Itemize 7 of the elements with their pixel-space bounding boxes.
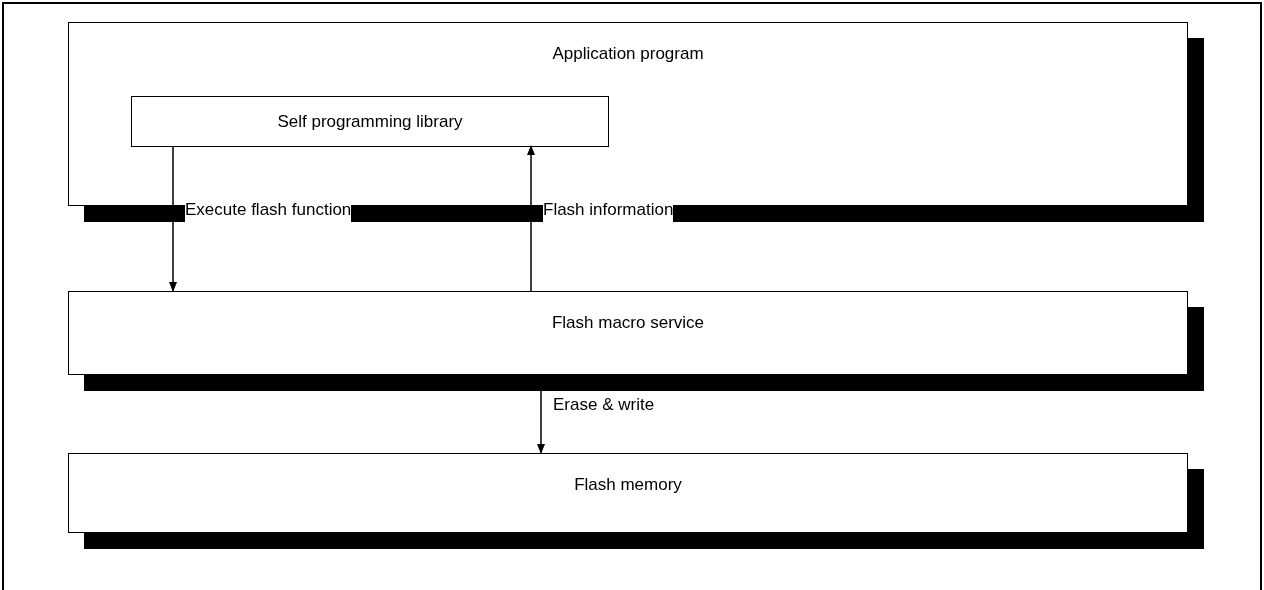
process-box (131, 96, 609, 147)
arrow (527, 145, 535, 292)
arrow (169, 145, 177, 292)
box-label: Application program (552, 43, 704, 65)
box-label: Flash macro service (551, 312, 705, 334)
box-label: Flash memory (574, 474, 682, 496)
box-label: Self programming library (277, 110, 463, 133)
